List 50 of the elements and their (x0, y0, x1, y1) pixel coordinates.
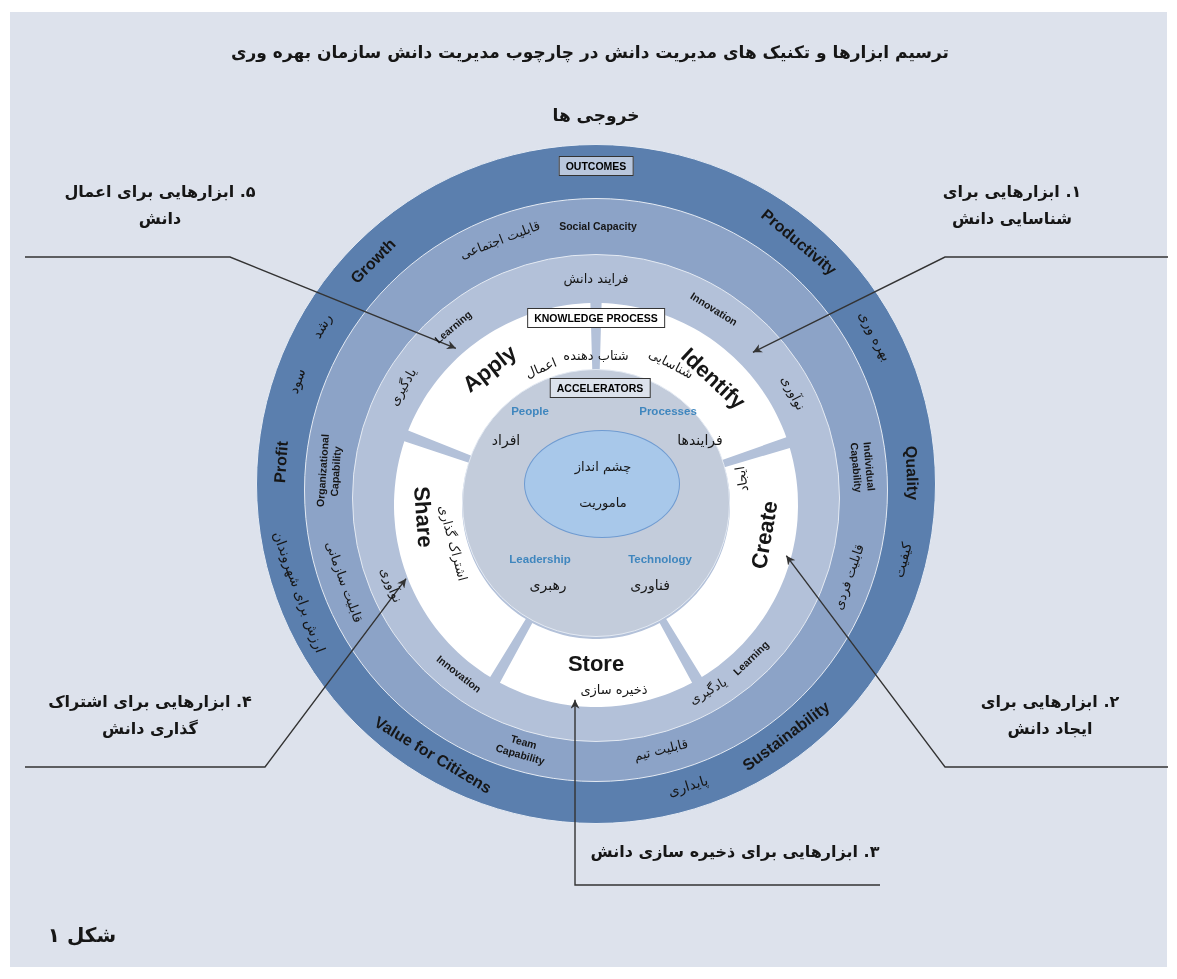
section-heading: خروجی ها (552, 104, 640, 126)
process-label: ذخیره سازی (580, 682, 648, 698)
leader-arrow (24, 256, 457, 350)
leader-arrow (570, 699, 881, 886)
accelerator-label: People (511, 405, 549, 419)
ring-label: Social Capacity (558, 219, 638, 233)
heading-box: KNOWLEDGE PROCESS (527, 308, 665, 328)
ring-label: سود (285, 366, 310, 396)
accelerator-label: شتاب دهنده (563, 348, 629, 364)
accelerator-label: افراد (491, 431, 521, 449)
callout-text: ۳. ابزارهایی برای ذخیره سازی دانش (590, 841, 880, 864)
ring-label: قابلیت اجتماعی (457, 217, 543, 263)
ring-label: قابلیت تیم (632, 735, 690, 765)
ring-label: کیفیت (890, 540, 916, 580)
accelerator-label: Processes (639, 405, 697, 419)
ring-label: قابلیت سازمانی (322, 538, 367, 625)
ring-label: Profit (269, 440, 292, 484)
heading-box: ACCELERATORS (549, 378, 651, 398)
accelerator-label: رهبری (529, 576, 567, 594)
callout-text: ۱. ابزارهایی برای شناسایی دانش (941, 180, 1083, 230)
leader-arrow (24, 578, 407, 768)
accelerator-label: فناوری (630, 576, 670, 594)
ring-label: یادگیری (385, 364, 420, 409)
accelerator-label: Technology (628, 553, 692, 567)
leader-arrow (785, 555, 1169, 768)
accelerator-label: فرایندها (677, 431, 723, 449)
ring-label: رشد (308, 310, 337, 342)
title: ترسیم ابزارها و تکنیک های مدیریت دانش در چارچوب مدیریت دانش سازمان بهره وری (231, 41, 949, 63)
ring-label: Individual Capability (847, 440, 879, 495)
ring-label: قابلیت فردی (830, 542, 868, 613)
ring-label: Quality (901, 445, 923, 501)
process-label: Create (746, 498, 784, 571)
center-label: ماموریت (579, 495, 627, 511)
center-label: چشم انداز (574, 459, 632, 475)
ring-label: نوآوری (777, 373, 809, 414)
ring-label: نوآوری (376, 565, 406, 606)
ring-label: فرایند دانش (563, 271, 629, 287)
figure-label: شکل ۱ (47, 923, 117, 947)
callout-text: ۴. ابزارهایی برای اشتراک گذاری دانش (47, 690, 253, 740)
callout-text: ۲. ابزارهایی برای ایجاد دانش (979, 690, 1121, 740)
ring-label: پایداری (666, 772, 711, 801)
callout-text: ۵. ابزارهایی برای اعمال دانش (63, 180, 257, 230)
ring-label: یادگیری (685, 674, 730, 709)
ring-label: بهره وری (854, 307, 896, 364)
heading-box: OUTCOMES (558, 156, 634, 176)
accelerator-label: Leadership (509, 553, 571, 567)
ring-label: Organizational Capability (313, 433, 344, 510)
leader-arrow (752, 256, 1169, 353)
process-label: Store (567, 650, 625, 678)
process-label: ایجاد (731, 465, 752, 494)
